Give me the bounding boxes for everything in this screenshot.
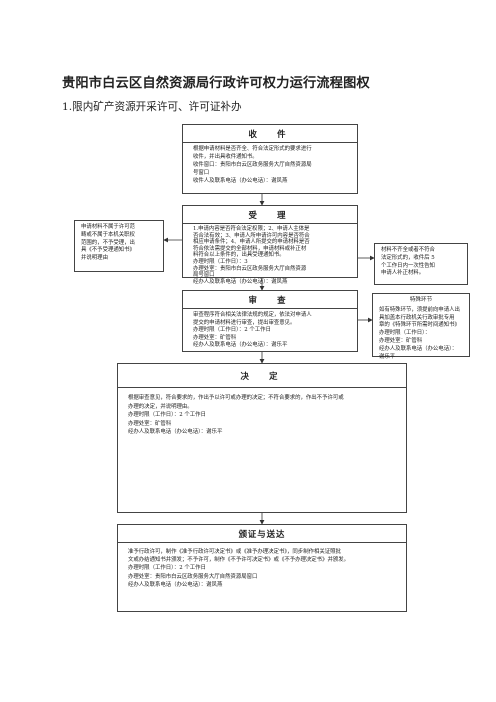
decide-line: 经办人及联系电话（办公电话）：谢乐平: [128, 429, 223, 436]
receive-step-box: 收 件 根据申请材料是否齐全、符合法定形式的要求进行 收件，并出具收件通知书。 …: [182, 124, 358, 194]
special-line: 如有特殊环节，须提前向申请人出: [379, 306, 460, 313]
special-line: 办理时限（工作日）：: [379, 330, 431, 337]
reject-note-line: 畴或不属于本机关职权: [81, 231, 135, 238]
receive-line: 根据申请材料是否齐全、符合法定形式的要求进行: [193, 146, 312, 152]
issue-line: 办理时限（工作日）：2 个工作日: [128, 565, 206, 572]
reject-note-line: 并说明理由: [81, 255, 108, 262]
receive-line: 号窗口: [193, 169, 210, 176]
issue-line: 准予行政许可，制作《准予行政许可决定书》或《准予办理决定书》，同步制作相关证照批: [128, 549, 341, 555]
reject-note-line: 范围的，不予受理，出: [81, 239, 135, 246]
decide-line: 办理的决定，并说明理由。: [128, 403, 193, 410]
issue-line: 文或办结通知书并颁发；不予许可，制作《不予许可决定书》或《不予办理决定书》并颁发…: [128, 557, 350, 564]
decide-line: 办理处室：矿管科: [128, 420, 172, 427]
special-line: 经办人及联系电话（办公电话）：: [379, 345, 458, 352]
accept-line: 1.申请内容是否符合法定权限；2、申请人主体是: [193, 226, 310, 232]
review-step-title: 审 查: [183, 291, 357, 309]
decide-line: 办理时限（工作日）：2 个工作日: [128, 412, 206, 419]
accept-line: 办理处室：贵阳市白云区政务服务大厅自然资源: [193, 265, 307, 272]
special-line: 办理处室：矿管科: [379, 337, 423, 344]
reject-note-line: 申请材料不属于许可范: [81, 224, 135, 230]
page-subtitle: 1.限内矿产资源开采许可、许可证补办: [62, 101, 242, 113]
special-line: 章的《特殊环节所需时间通知书》: [379, 322, 460, 329]
page-title: 贵阳市白云区自然资源局行政许可权力运行流程图权: [62, 76, 370, 91]
supplement-note-line: 个工作日内一次性告知: [381, 262, 435, 269]
receive-line: 收件，并出具收件通知书。: [193, 153, 258, 160]
supplement-note-line: 法定形式的，收件后 5: [381, 254, 435, 261]
supplement-note-line: 申请人补正材料。: [381, 270, 425, 277]
receive-line: 收件窗口：贵阳市白云区政务服务大厅自然资源局: [193, 161, 312, 168]
review-line: 审查程序符合相关法律法规的规定，依法对申请人: [193, 312, 312, 318]
receive-step-title: 收 件: [183, 125, 357, 143]
accept-line: 办理时限（工作日）：3: [193, 258, 248, 265]
reject-note-line: 具《不予受理通知书》: [81, 247, 135, 254]
special-line: 谢乐平: [379, 353, 396, 360]
review-line: 办理处室：矿管科: [193, 334, 237, 341]
special-step-box: 特殊环节 如有特殊环节，须提前向申请人出 具加盖本行政机关行政审批专用 章的《特…: [372, 293, 470, 360]
review-line: 办理时限（工作日）：2 个工作日: [193, 327, 271, 334]
review-line: 经办人及联系电话（办公电话）：谢乐平: [193, 342, 288, 349]
accept-step-body: 1.申请内容是否符合法定权限；2、申请人主体是 否合法有效；3、申请人所申请许可…: [183, 224, 357, 288]
receive-line: 收件人及联系电话（办公电话）：谢凤燕: [193, 177, 288, 184]
decide-step-body: 根据审查意见，符合要求的，作出予以许可或办理的决定；不符合要求的，作出不予许可或…: [118, 388, 406, 440]
issue-step-box: 颁证与送达 准予行政许可，制作《准予行政许可决定书》或《准予办理决定书》，同步制…: [117, 524, 407, 612]
review-line: 提交的申请材料进行审查，提出审查意见。: [193, 319, 296, 326]
accept-line: 局号窗口: [193, 272, 215, 279]
reject-note-box: 申请材料不属于许可范 畴或不属于本机关职权 范围的，不予受理，出 具《不予受理通…: [74, 220, 164, 272]
review-step-body: 审查程序符合相关法律法规的规定，依法对申请人 提交的申请材料进行审查，提出审查意…: [183, 309, 357, 353]
issue-line: 办理处室：贵阳市白云区政务服务大厅自然资源局窗口: [128, 573, 258, 580]
decide-line: 根据审查意见，符合要求的，作出予以许可或办理的决定；不符合要求的，作出不予许可或: [128, 395, 344, 401]
supplement-note-box: 材料不齐全或者不符合 法定形式的，收件后 5 个工作日内一次性告知 申请人补正材…: [374, 243, 468, 285]
accept-line: 否合法有效；3、申请人所申请许可内容是否符合: [193, 232, 310, 239]
special-line: 具加盖本行政机关行政审批专用: [379, 314, 455, 321]
issue-step-body: 准予行政许可，制作《准予行政许可决定书》或《准予办理决定书》，同步制作相关证照批…: [118, 543, 406, 592]
special-step-title: 特殊环节: [409, 297, 433, 303]
decide-step-title: 决 定: [118, 364, 406, 388]
accept-line: 符合依法需提交的全部材料，申请材料或补正材: [193, 245, 307, 252]
issue-line: 经办人及联系电话（办公电话）：谢凤燕: [128, 581, 223, 588]
review-step-box: 审 查 审查程序符合相关法律法规的规定，依法对申请人 提交的申请材料进行审查，提…: [182, 290, 358, 352]
accept-line: 相应申请条件；4、申请人所提交的申请材料是否: [193, 239, 310, 246]
accept-step-title: 受 理: [183, 206, 357, 224]
accept-line: 料符合以上条件的，出具受理通知书。: [193, 252, 285, 259]
supplement-note-line: 材料不齐全或者不符合: [381, 247, 435, 253]
accept-line: 经办人及联系电话（办公电话）：谢凤燕: [193, 278, 288, 285]
receive-step-body: 根据申请材料是否齐全、符合法定形式的要求进行 收件，并出具收件通知书。 收件窗口…: [183, 143, 357, 189]
decide-step-box: 决 定 根据审查意见，符合要求的，作出予以许可或办理的决定；不符合要求的，作出不…: [117, 363, 407, 513]
accept-step-box: 受 理 1.申请内容是否符合法定权限；2、申请人主体是 否合法有效；3、申请人所…: [182, 205, 358, 285]
issue-step-title: 颁证与送达: [118, 525, 406, 543]
